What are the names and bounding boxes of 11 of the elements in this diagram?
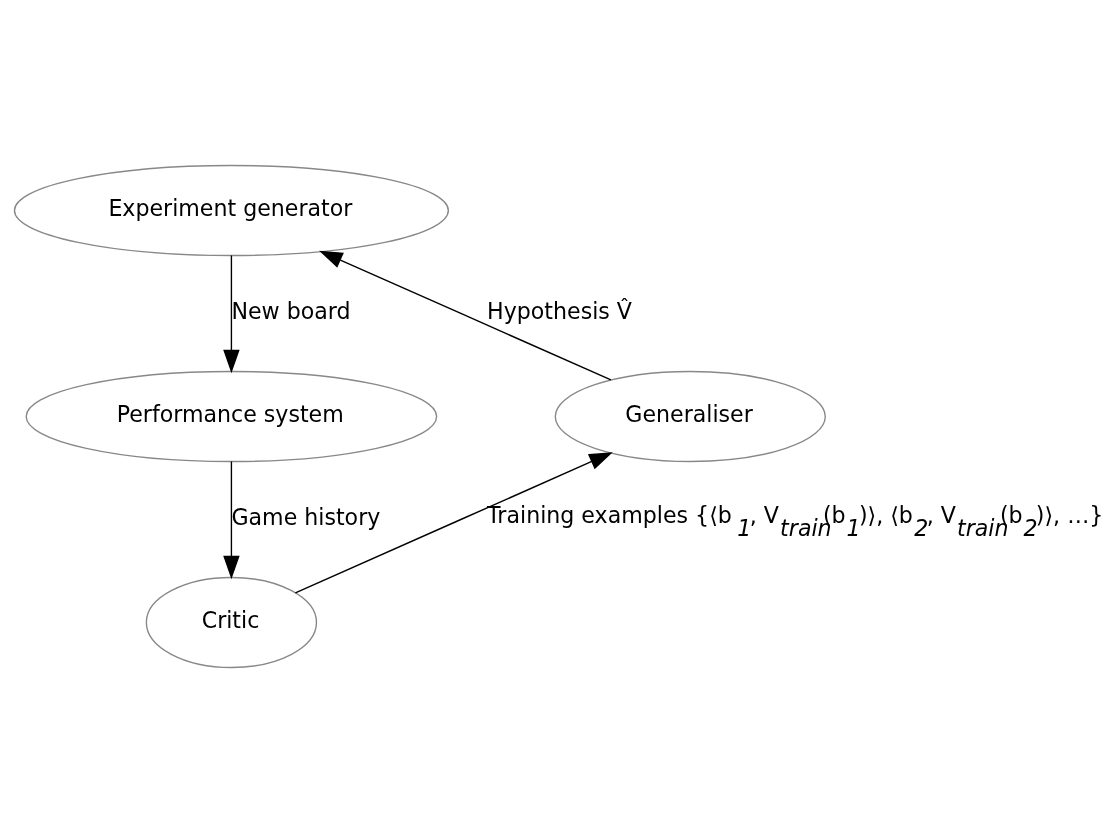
- node-ellipse: Experiment generator: [13, 164, 450, 256]
- arrow: [294, 451, 613, 593]
- arrow: [223, 460, 240, 579]
- node-ellipse: Generaliser: [554, 370, 826, 462]
- arrow: [223, 254, 240, 373]
- node-ellipse: Performance system: [25, 370, 438, 462]
- node-ellipse: Critic: [145, 576, 318, 668]
- edge-label: New board: [231, 297, 351, 324]
- edge-label: Hypothesis V̂: [487, 297, 632, 324]
- arrow: [319, 250, 612, 381]
- edge-label: Game history: [231, 503, 381, 530]
